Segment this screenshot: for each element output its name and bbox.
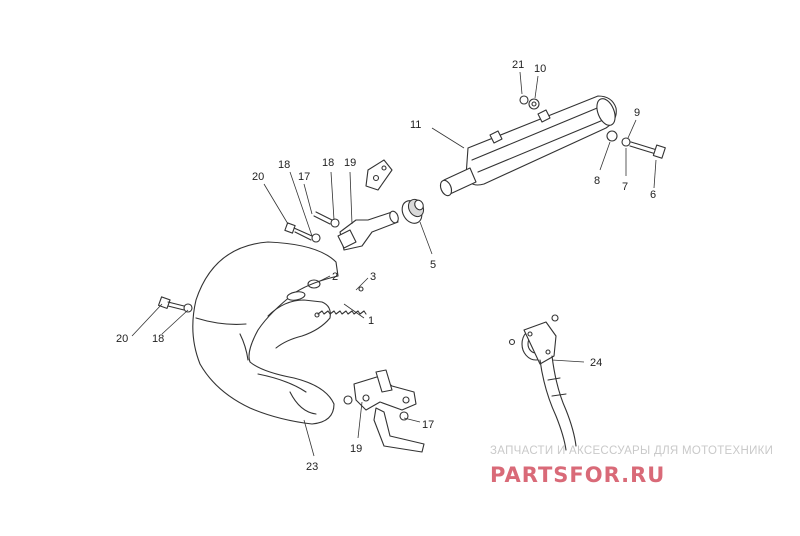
callout-18-upper-left: 18	[278, 159, 290, 171]
callout-23: 23	[306, 461, 318, 473]
callout-18-left: 18	[152, 333, 164, 345]
watermark-tagline: ЗАПЧАСТИ И АКСЕССУАРЫ ДЛЯ МОТОТЕХНИКИ	[490, 445, 773, 457]
watermark: ЗАПЧАСТИ И АКСЕССУАРЫ ДЛЯ МОТОТЕХНИКИ PA…	[490, 445, 773, 487]
watermark-logo: PARTSFOR.RU	[490, 463, 665, 487]
callout-2: 2	[332, 271, 338, 283]
callout-9: 9	[634, 107, 640, 119]
callout-3: 3	[370, 271, 376, 283]
callout-19-lower: 19	[350, 443, 362, 455]
lower-bracket	[343, 369, 425, 453]
callout-17-upper: 17	[298, 171, 310, 183]
spring-1	[314, 286, 367, 318]
bolt-20-left	[157, 296, 193, 313]
callout-19-upper: 19	[344, 157, 356, 169]
callout-8: 8	[594, 175, 600, 187]
callout-11: 11	[410, 119, 421, 131]
callout-5: 5	[430, 259, 436, 271]
callout-20-upper: 20	[252, 171, 264, 183]
callout-1: 1	[368, 315, 374, 327]
callout-10: 10	[534, 63, 546, 75]
callout-17-lower: 17	[422, 419, 434, 431]
clamp-bracket	[365, 159, 393, 191]
expansion-chamber-23	[192, 241, 339, 425]
callout-20-left: 20	[116, 333, 128, 345]
silencer-part	[439, 95, 617, 197]
washer-21	[519, 95, 529, 105]
callout-24: 24	[590, 357, 602, 369]
callout-21: 21	[512, 59, 524, 71]
pipe-stub-upper	[337, 210, 399, 251]
bolt-6	[629, 141, 666, 159]
o-ring-2	[307, 279, 321, 289]
bolt-20-upper	[284, 222, 321, 243]
bolt-17-upper	[313, 211, 340, 228]
washer-8	[606, 130, 618, 142]
header-pipe-24	[508, 314, 577, 451]
coupling-5	[401, 198, 425, 224]
callout-7: 7	[622, 181, 628, 193]
callout-6: 6	[650, 189, 656, 201]
washer-10-hole	[531, 101, 537, 107]
callout-18-upper-right: 18	[322, 157, 334, 169]
washer-7	[621, 137, 631, 147]
callout-labels: 21 10 9 11 8 7 6 5 20 18 17 18 19 2 3 1 …	[116, 59, 656, 473]
leader-lines	[131, 71, 657, 457]
